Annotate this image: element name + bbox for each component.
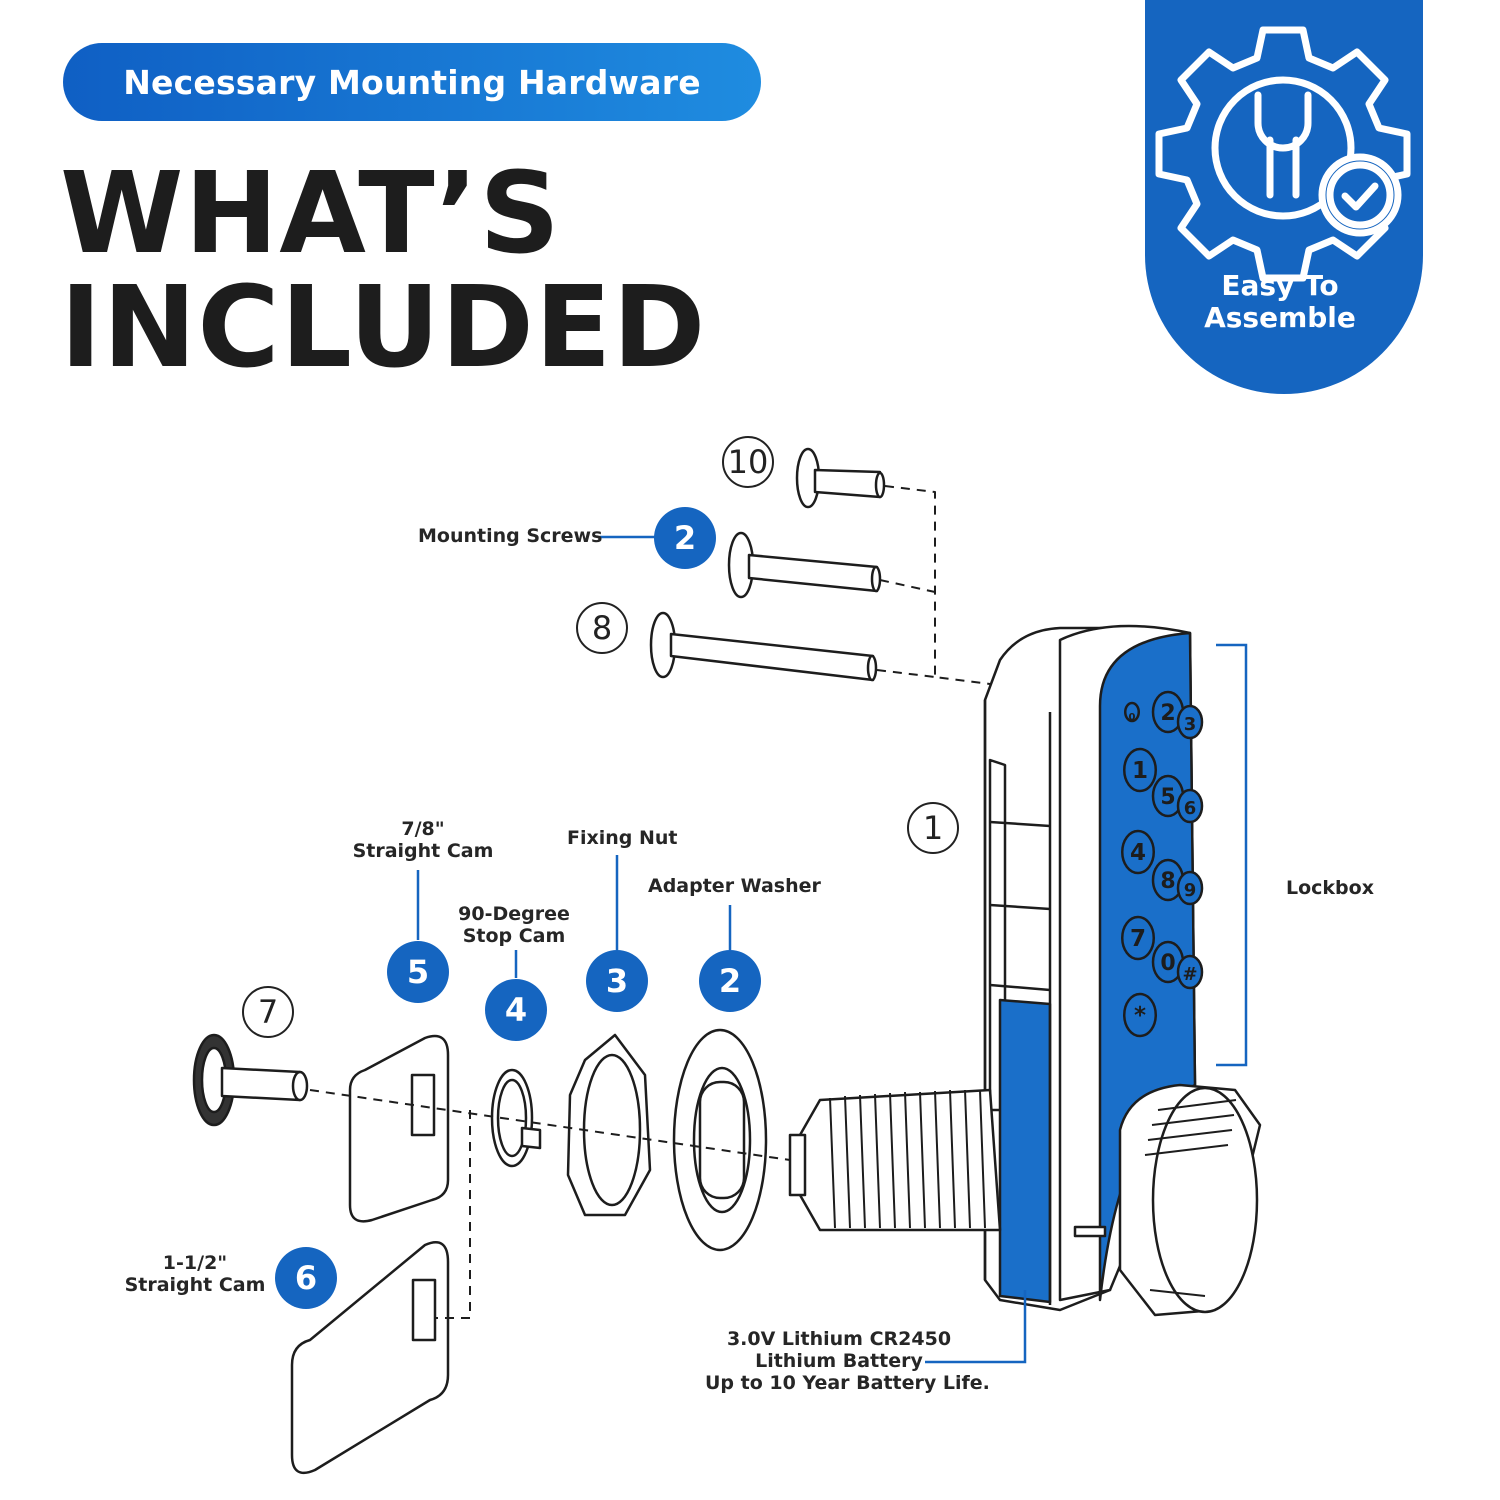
number-badge-cam-5: 5 bbox=[387, 941, 449, 1003]
number-badge-washer-2: 2 bbox=[699, 950, 761, 1012]
keypad-key-label: 2 bbox=[1160, 701, 1175, 726]
keypad-key bbox=[1121, 829, 1155, 875]
label-fixing-nut: Fixing Nut bbox=[567, 827, 678, 849]
straight-cam-long bbox=[290, 1241, 450, 1475]
label-battery-line-2: Lithium Battery bbox=[755, 1350, 923, 1372]
number-badge-mounting-screws: 2 bbox=[654, 507, 716, 569]
keypad-key bbox=[1176, 704, 1204, 740]
wrench-gear-check-icon bbox=[1155, 26, 1411, 282]
number-badge-nut-3: 3 bbox=[586, 950, 648, 1012]
adapter-washer bbox=[672, 1028, 768, 1252]
straight-cam-short bbox=[348, 1034, 450, 1223]
badge-text-line-1: Easy To bbox=[1221, 269, 1339, 302]
label-cam-5: 7/8" Straight Cam bbox=[340, 818, 506, 862]
headline-line-2: INCLUDED bbox=[60, 263, 707, 393]
label-cam-4-line-2: Stop Cam bbox=[462, 925, 566, 947]
keypad-key-label: 0 bbox=[1160, 951, 1175, 976]
badge-text: Easy To Assemble bbox=[1180, 270, 1380, 334]
keypad-key-label: 0 bbox=[1129, 712, 1136, 723]
keypad-key-label: 6 bbox=[1184, 798, 1197, 819]
cam-screw bbox=[192, 1033, 309, 1127]
fixing-nut bbox=[566, 1033, 652, 1217]
keypad-key bbox=[1176, 870, 1204, 906]
label-cam-6-line-1: 1-1/2" bbox=[162, 1252, 228, 1274]
headline-line-1: WHAT’S bbox=[60, 149, 561, 279]
keypad-key-label: 9 bbox=[1184, 880, 1197, 901]
keypad-key bbox=[1123, 992, 1157, 1038]
quantity-badge-8: 8 bbox=[576, 602, 628, 654]
number-badge-cam-4: 4 bbox=[485, 979, 547, 1041]
label-adapter-washer: Adapter Washer bbox=[648, 875, 821, 897]
label-cam-5-line-2: Straight Cam bbox=[352, 840, 494, 862]
keypad-key-label: 5 bbox=[1160, 785, 1175, 810]
quantity-badge-lockbox: 1 bbox=[907, 802, 959, 854]
label-battery: 3.0V Lithium CR2450 Lithium Battery Up t… bbox=[705, 1328, 990, 1394]
label-mounting-screws: Mounting Screws bbox=[418, 525, 603, 547]
mounting-screw-medium bbox=[727, 531, 882, 599]
quantity-badge-cam-screw: 7 bbox=[242, 986, 294, 1038]
threaded-barrel bbox=[788, 1088, 1002, 1232]
section-banner: Necessary Mounting Hardware bbox=[63, 43, 761, 121]
keypad-key-label: * bbox=[1134, 1003, 1146, 1029]
label-battery-line-1: 3.0V Lithium CR2450 bbox=[726, 1328, 952, 1350]
section-banner-label: Necessary Mounting Hardware bbox=[123, 62, 701, 102]
label-cam-4-line-1: 90-Degree bbox=[458, 903, 570, 925]
label-cam-4: 90-Degree Stop Cam bbox=[448, 903, 580, 947]
label-cam-6-line-2: Straight Cam bbox=[124, 1274, 266, 1296]
keypad-key-label: 4 bbox=[1130, 840, 1146, 866]
lockbox-bracket bbox=[1216, 643, 1248, 1067]
stop-cam bbox=[490, 1068, 542, 1168]
label-cam-6: 1-1/2" Straight Cam bbox=[120, 1252, 270, 1296]
keypad-key bbox=[1121, 915, 1155, 961]
keypad-key-label: 3 bbox=[1184, 714, 1197, 735]
quantity-badge-10: 10 bbox=[722, 436, 774, 488]
number-badge-cam-6: 6 bbox=[275, 1247, 337, 1309]
lock-knob bbox=[1118, 1083, 1262, 1317]
mounting-screw-long bbox=[649, 611, 878, 682]
keypad-key bbox=[1123, 747, 1157, 793]
keypad-key-label: 1 bbox=[1132, 758, 1148, 784]
label-battery-line-3: Up to 10 Year Battery Life. bbox=[705, 1372, 990, 1394]
badge-text-line-2: Assemble bbox=[1204, 301, 1356, 334]
keypad-key-label: 8 bbox=[1160, 869, 1175, 894]
keypad-key bbox=[1176, 954, 1204, 990]
keypad-key bbox=[1176, 788, 1204, 824]
mounting-screw-short bbox=[795, 447, 886, 509]
keypad-key bbox=[1124, 701, 1140, 723]
leader-battery bbox=[925, 1290, 1027, 1364]
keypad-key-label: 7 bbox=[1130, 926, 1146, 952]
label-lockbox: Lockbox bbox=[1286, 877, 1374, 899]
label-cam-5-line-1: 7/8" bbox=[401, 818, 445, 840]
keypad-key-label: # bbox=[1182, 964, 1197, 985]
